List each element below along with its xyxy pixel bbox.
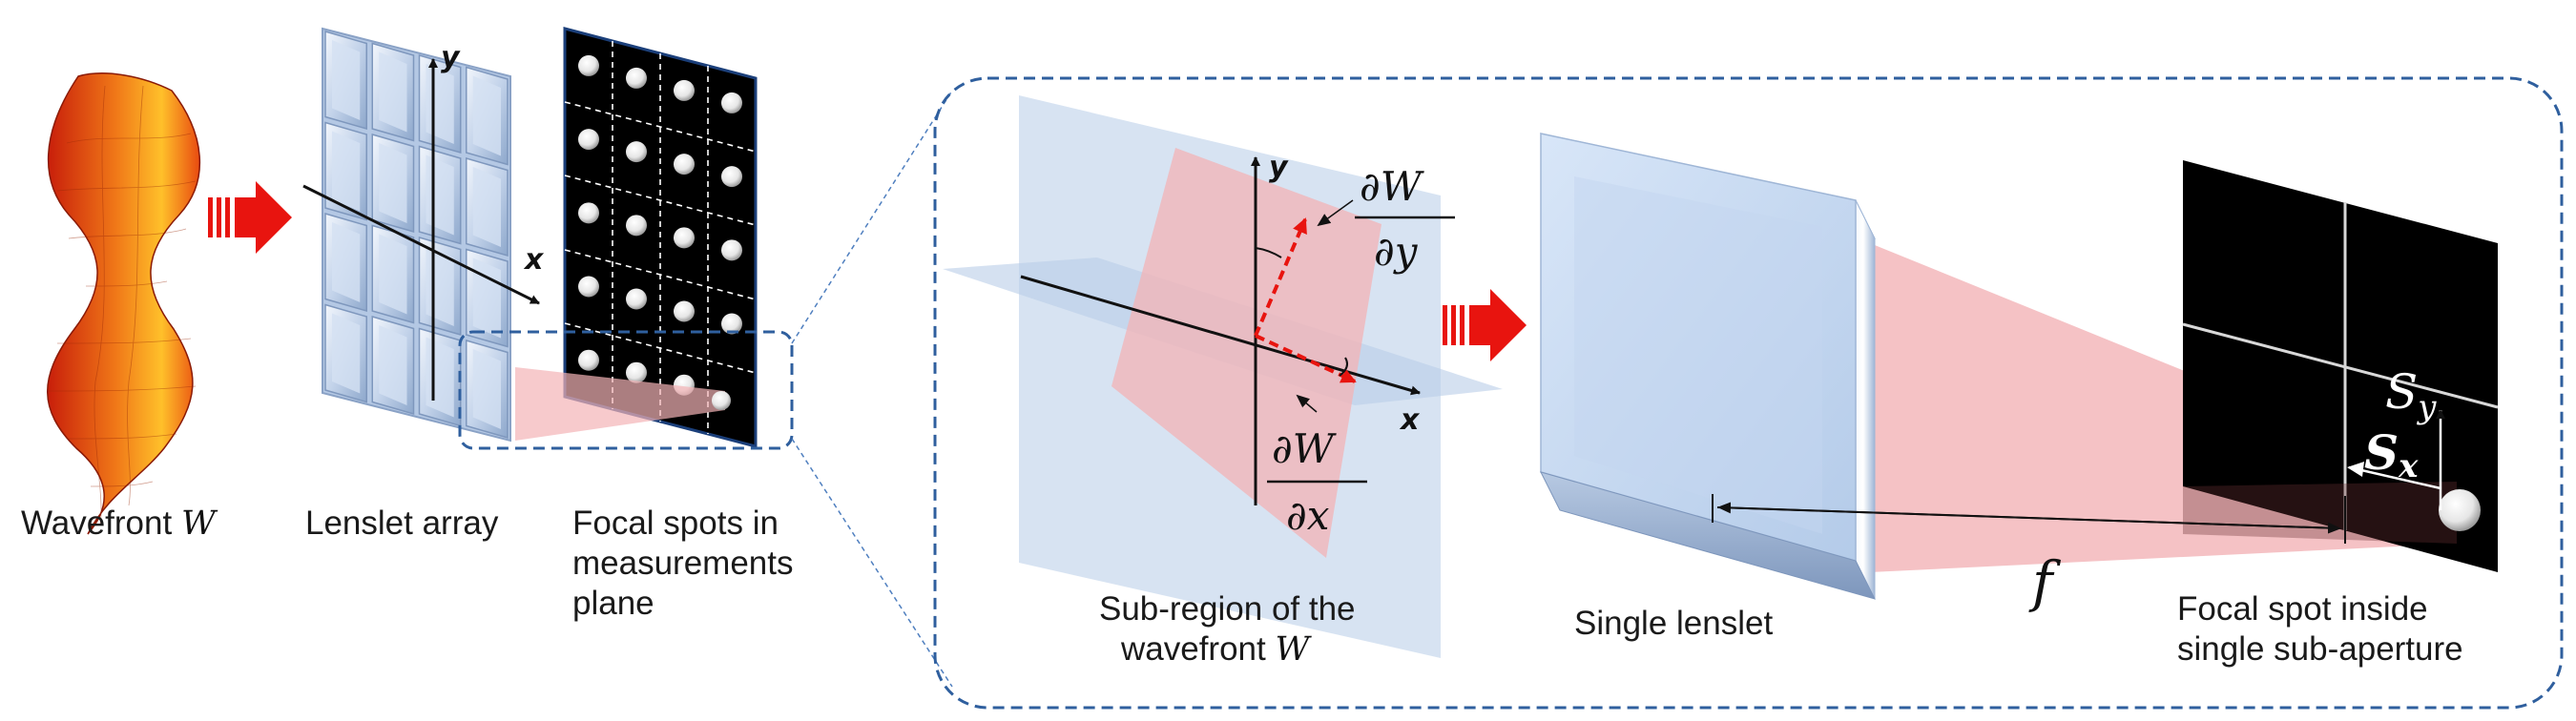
focal-spot-dot [626,67,647,89]
lenslet-cell-face [426,337,454,418]
focal-spot-dot [578,202,599,224]
focal-spots-grid [578,54,742,396]
focal-spot-dot [578,129,599,151]
focal-spot-dot [674,79,695,101]
focal-spot-dot [721,239,742,261]
zoom-line-bottom [791,438,953,688]
sx-arrow [2348,465,2441,490]
deriv-x-pointer [1296,394,1318,413]
deriv-y-pointer [1317,199,1354,227]
focal-spot [2439,489,2481,531]
single-lenslet-caption: Single lenslet [1574,605,1773,642]
focal-spot-dot [578,54,599,76]
lenslet-cell-face [379,325,407,405]
wavefront-surface [47,72,201,535]
overview-selected-spot [712,391,731,410]
focal-spots-caption: Focal spots in measurements plane [572,505,802,622]
lenslet-cell-face [332,222,361,302]
lenslet-cell-face [332,40,361,120]
focal-spot-dot [578,349,599,371]
focal-spot-dot [721,92,742,113]
lenslet-caption: Lenslet array [305,505,499,542]
deriv-x-fraction: ∂W ∂x [1267,425,1367,539]
focal-spot-dot [626,215,647,237]
subregion-caption: Sub-region of the wavefront W [1099,590,1364,669]
sx-label: Sx [2364,424,2419,485]
beam-on-sensor [2183,482,2457,544]
svg-text:∂W: ∂W [1360,163,1425,210]
focal-spot-dot [674,154,695,175]
focal-spot-dot [721,166,742,188]
lenslet-cell-face [332,313,361,394]
lenslet-cell-face [472,75,501,156]
lenslet-cell-face [379,234,407,315]
svg-text:∂y: ∂y [1374,228,1419,275]
svg-text:∂x: ∂x [1286,492,1330,539]
red-arrow-2 [1443,289,1527,361]
sy-label: Sy [2385,364,2437,426]
lenslet-array-cells [324,31,509,439]
focal-length-line-back [1717,502,2340,529]
tilted-wavefront-plane [1111,148,1381,558]
detail-x-label: x [1399,403,1421,437]
focal-spot-dot [674,227,695,249]
lenslet-array [322,27,511,443]
lenslet-cell-face [426,64,454,144]
focal-spots-plane [563,27,758,448]
angle-arc-x [1339,357,1348,377]
lenslet-cell-face [472,167,501,247]
focal-spot-dot [626,141,647,163]
zoom-line-top [791,90,953,344]
detail-y-label: y [1269,151,1289,184]
lenslet-cell-face [426,154,454,236]
slope-x-arrow [1255,334,1357,383]
selection-box [458,330,794,450]
focal-spot-dot [626,288,647,310]
svg-text:∂W: ∂W [1272,425,1338,472]
sx-arrowhead [2347,462,2364,477]
overview-y-label: y [441,41,461,74]
focal-spot-dot [721,313,742,335]
overview-x-axis [302,184,540,305]
focal-spot-dot [626,361,647,383]
angle-arc-y [1255,247,1282,258]
lenslet-cell-face [472,258,501,339]
lenslet-cell-face [379,52,407,133]
single-lenslet [1540,133,1876,600]
slope-y-arrow [1254,217,1307,337]
lenslet-cell-face [379,143,407,223]
deriv-y-fraction: ∂W ∂y [1355,163,1455,275]
detector-sub-aperture [2182,160,2499,572]
lenslet-cell-face [472,349,501,429]
lenslet-cell-face [332,131,361,212]
focal-spot-dot [578,276,599,298]
overview-x-label: x [523,243,545,277]
overview-beam [515,367,725,441]
red-arrow-1 [208,181,292,254]
wavefront-caption-text: Wavefront W [21,505,218,543]
focal-spot-dot [674,300,695,322]
focal-spot-caption: Focal spot inside single sub-aperture [2177,590,2463,668]
